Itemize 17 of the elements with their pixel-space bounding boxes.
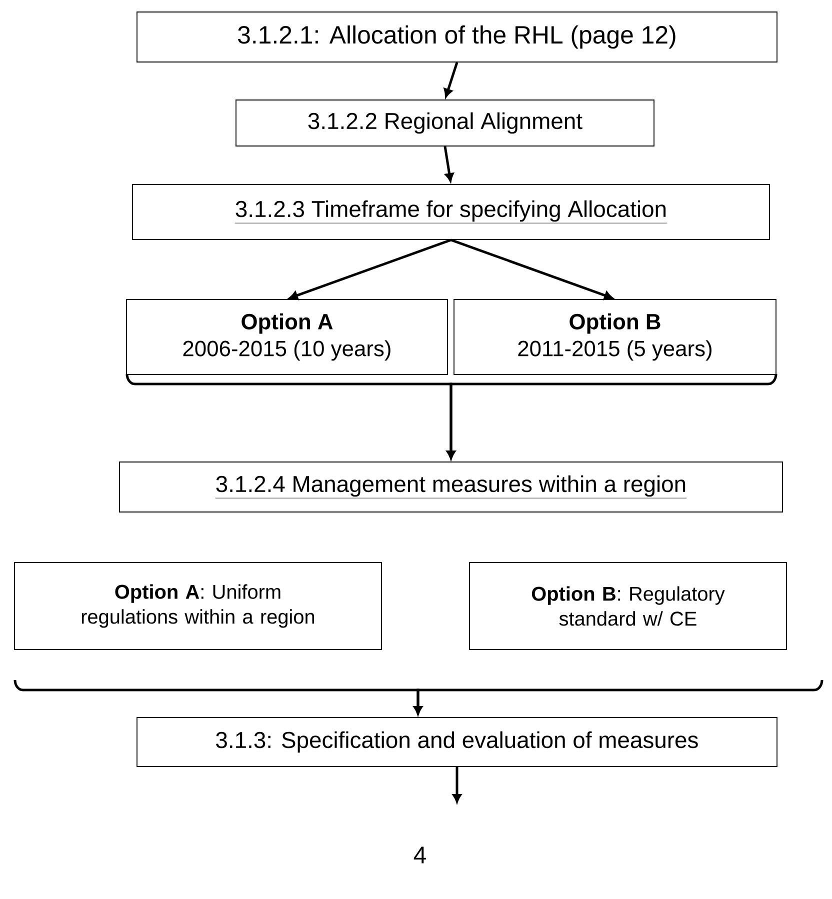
arrow [414,680,824,715]
process-box: Option B 2011-2015 (5 years) [454,299,776,375]
process-box: 3.1.2.1: Allocation of the RHL (page 12) [136,12,778,62]
process-box: 3.1.2.3 Timeframe for specifying Allocation [132,184,770,240]
page-number: 4 [414,846,426,864]
process-box: Option A: Uniform regulations within a region [14,562,382,650]
arrow [289,238,452,300]
arrow [444,146,454,182]
process-box: 3.1.3: Specification and evaluation of measures [136,717,778,767]
arrow [444,62,458,98]
process-box: 3.1.2.4 Management measures within a region [119,462,783,512]
arrow [446,374,778,460]
process-box: Option A 2006-2015 (10 years) [126,299,448,375]
process-box: 3.1.2.2 Regional Alignment [236,100,654,146]
process-box: Option B: Regulatory standard w/ CE [469,562,787,650]
arrow [452,766,462,803]
arrow [450,238,613,300]
